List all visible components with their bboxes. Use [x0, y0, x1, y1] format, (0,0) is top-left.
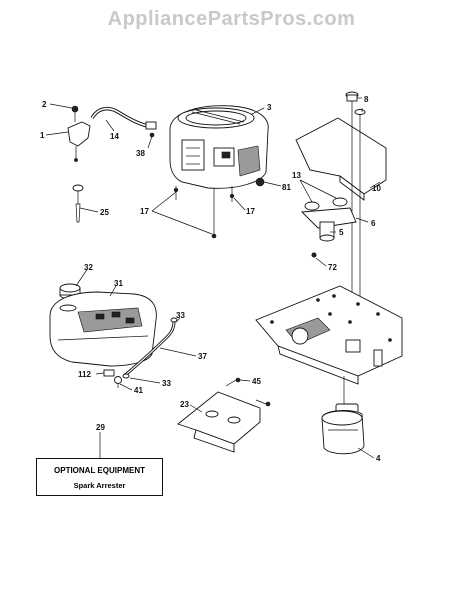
callout-10: 10	[372, 184, 381, 193]
callout-112: 112	[78, 370, 91, 379]
optional-equipment-box: OPTIONAL EQUIPMENT Spark Arrester	[36, 458, 163, 496]
throttle-bracket-part	[67, 105, 91, 162]
leader-lines	[45, 97, 381, 459]
callout-31: 31	[114, 279, 123, 288]
callout-8: 8	[364, 95, 369, 104]
callout-37: 37	[198, 352, 207, 361]
callout-5: 5	[339, 228, 344, 237]
optional-equipment-subtitle: Spark Arrester	[73, 481, 126, 490]
callout-45: 45	[252, 377, 261, 386]
callout-13: 13	[292, 171, 301, 180]
watermark-logo: AppliancePartsPros.com	[107, 8, 356, 30]
heat-shield-part	[177, 377, 271, 453]
callout-25: 25	[100, 208, 109, 217]
spindle-assembly-part	[300, 91, 366, 310]
callout-3: 3	[267, 103, 272, 112]
callout-29: 29	[96, 423, 105, 432]
muffler-part	[321, 376, 365, 455]
fuel-fitting-part	[103, 369, 122, 388]
callout-23: 23	[180, 400, 189, 409]
fuel-line-part	[122, 317, 178, 379]
optional-equipment-title: OPTIONAL EQUIPMENT	[54, 466, 145, 475]
callout-1: 1	[40, 131, 45, 140]
callout-4: 4	[376, 454, 381, 463]
dipstick-part	[72, 184, 84, 223]
callout-17-right: 17	[246, 207, 255, 216]
callout-14: 14	[110, 132, 119, 141]
callout-81: 81	[282, 183, 291, 192]
fuel-tank-part	[49, 291, 157, 367]
frame-plate-part	[255, 285, 403, 385]
callout-33-top: 33	[176, 311, 185, 320]
callout-41: 41	[134, 386, 143, 395]
engine-part	[169, 105, 269, 239]
throttle-cable-part	[90, 106, 157, 138]
callout-17-left: 17	[140, 207, 149, 216]
callout-32: 32	[84, 263, 93, 272]
callout-2: 2	[42, 100, 47, 109]
callout-33-bottom: 33	[162, 379, 171, 388]
callout-38: 38	[136, 149, 145, 158]
callout-72: 72	[328, 263, 337, 272]
callout-6: 6	[371, 219, 376, 228]
